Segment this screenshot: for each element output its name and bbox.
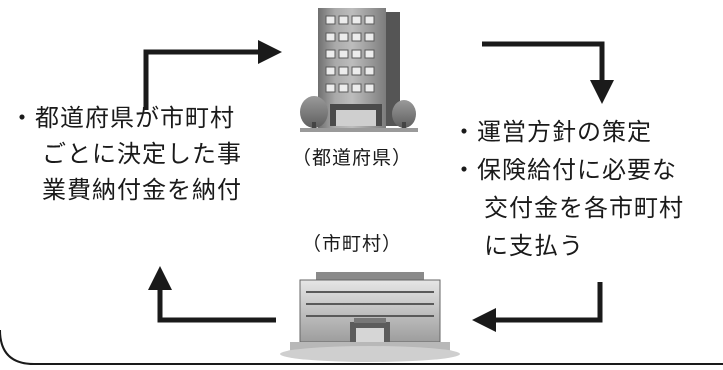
right-text-item-2-line-2: 交付金を各市町村 <box>484 194 684 222</box>
right-text-item-2-line-3: に支払う <box>484 232 584 260</box>
right-text-item-2-line-1: ・保険給付に必要な <box>452 156 677 184</box>
left-text-line-2: ごとに決定した事 <box>42 140 242 168</box>
arrow-bottom-to-left <box>148 266 276 323</box>
left-text-line-3: 業費納付金を納付 <box>42 176 242 204</box>
left-text-line-1: ・都道府県が市町村 <box>10 104 235 132</box>
right-text-item-1: ・運営方針の策定 <box>452 118 652 146</box>
arrow-top-to-right <box>482 41 614 104</box>
frame-border <box>0 329 723 365</box>
arrow-left-to-top <box>143 40 282 110</box>
municipality-label: （市町村） <box>302 233 403 255</box>
arrow-right-to-bottom <box>472 282 603 332</box>
prefecture-label: （都道府県） <box>292 147 413 169</box>
